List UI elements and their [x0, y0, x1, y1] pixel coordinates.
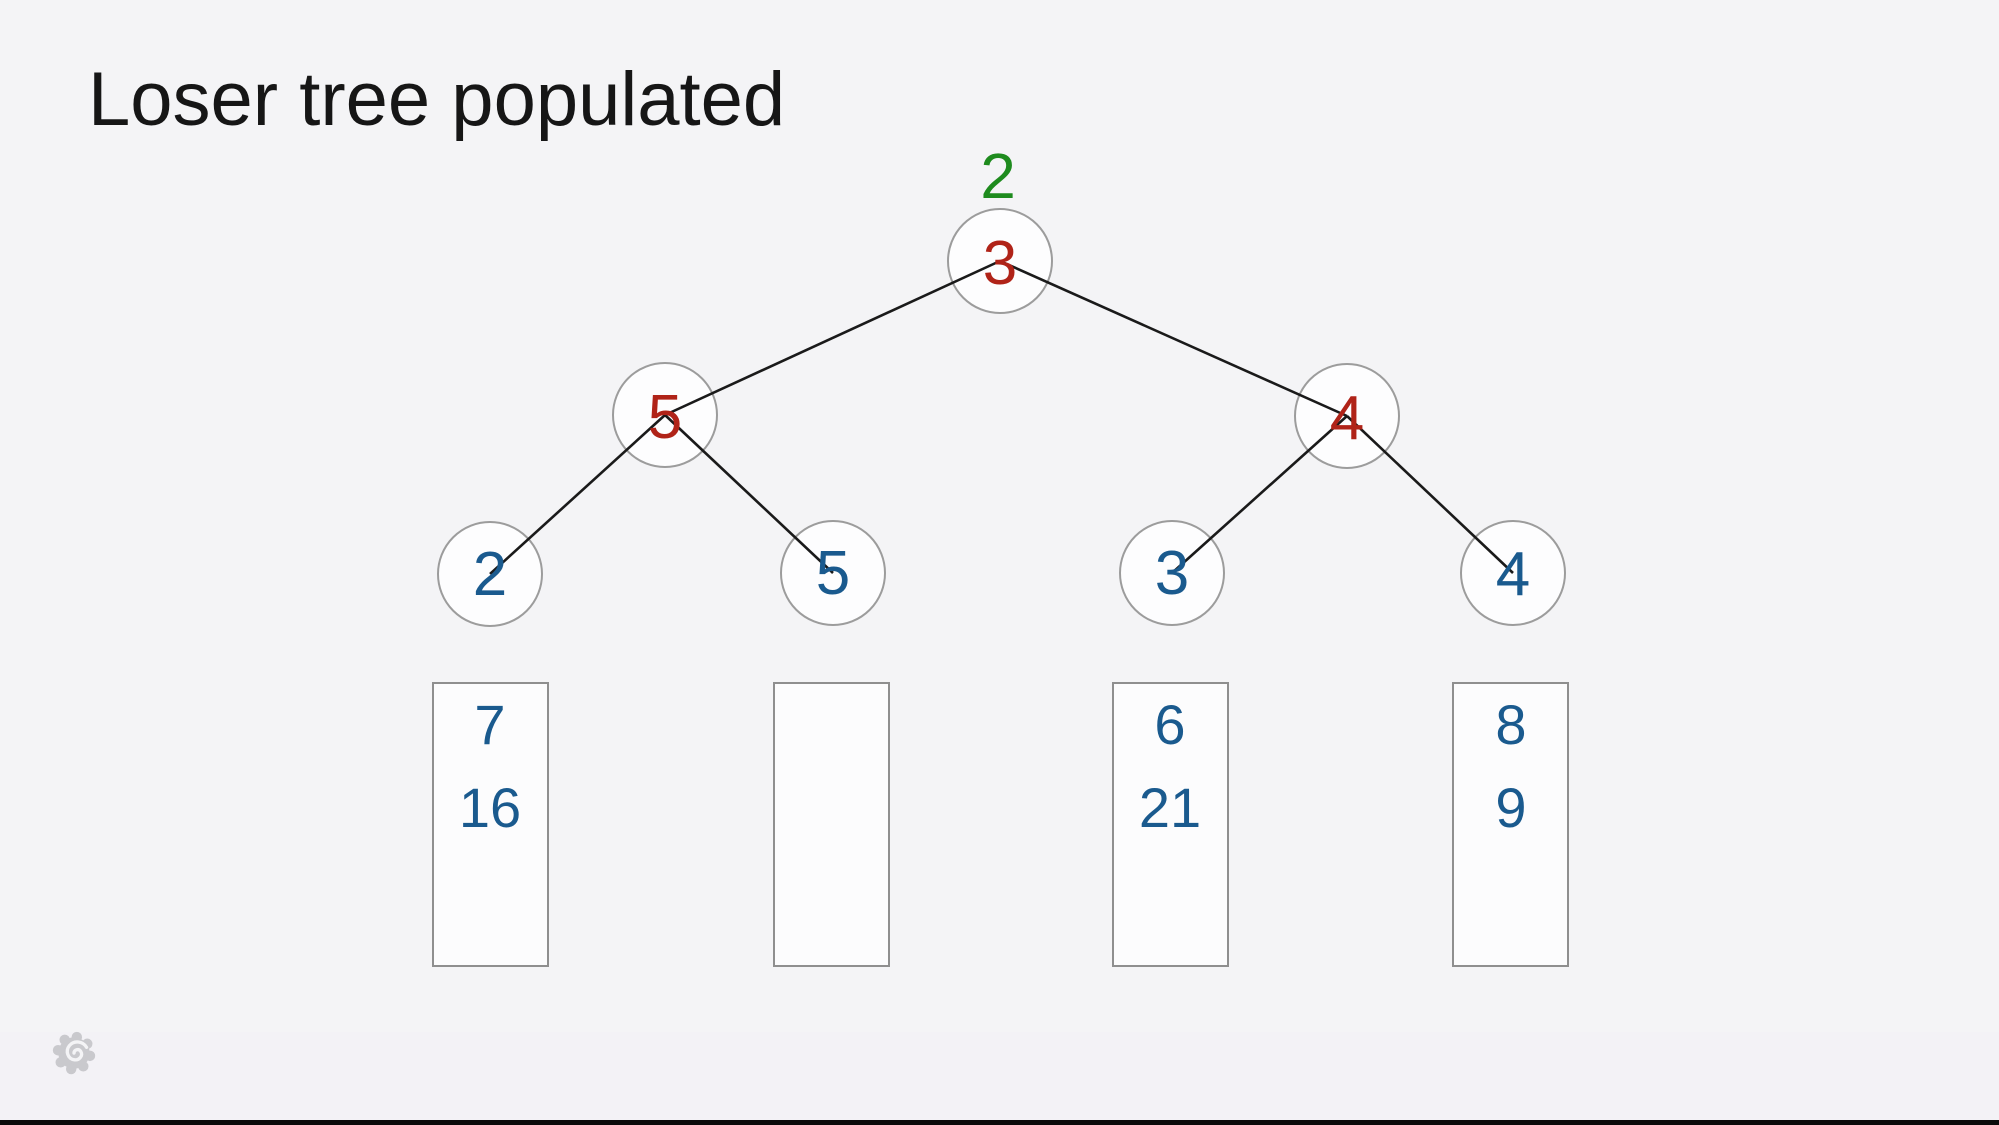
letterbox-bar [0, 1120, 1999, 1125]
run-value: 6 [1154, 693, 1186, 756]
leaf-node-value-4: 4 [1495, 540, 1531, 609]
leaf-node-value-3: 3 [1154, 539, 1190, 608]
tree-edge-left-leaf2 [664, 414, 834, 574]
tree-edge-root-left [664, 259, 1001, 417]
tree-edge-right-leaf3 [1171, 415, 1348, 574]
run-queue-box-3 [1112, 682, 1229, 967]
grafana-logo-icon [50, 1028, 98, 1076]
tree-edge-root-right [999, 259, 1348, 418]
tree-edge-left-leaf1 [489, 414, 666, 575]
root-node-value: 3 [982, 229, 1018, 298]
winner-label: 2 [980, 140, 1016, 212]
internal-node-value-right: 4 [1329, 384, 1365, 453]
page-title: Loser tree populated [88, 57, 786, 142]
tree-edge-right-leaf4 [1346, 415, 1514, 574]
leaf-node-value-2: 5 [815, 539, 851, 608]
slide-lower-strip [0, 1032, 1999, 1120]
run-value: 21 [1138, 776, 1202, 839]
leaf-node-value-1: 2 [472, 540, 508, 609]
run-value: 9 [1495, 776, 1527, 839]
run-value: 7 [474, 693, 506, 756]
run-value: 16 [458, 776, 522, 839]
internal-node-value-left: 5 [647, 383, 683, 452]
run-value: 8 [1495, 693, 1527, 756]
run-queue-box-1 [432, 682, 549, 967]
run-queue-box-2 [773, 682, 890, 967]
run-queue-box-4 [1452, 682, 1569, 967]
